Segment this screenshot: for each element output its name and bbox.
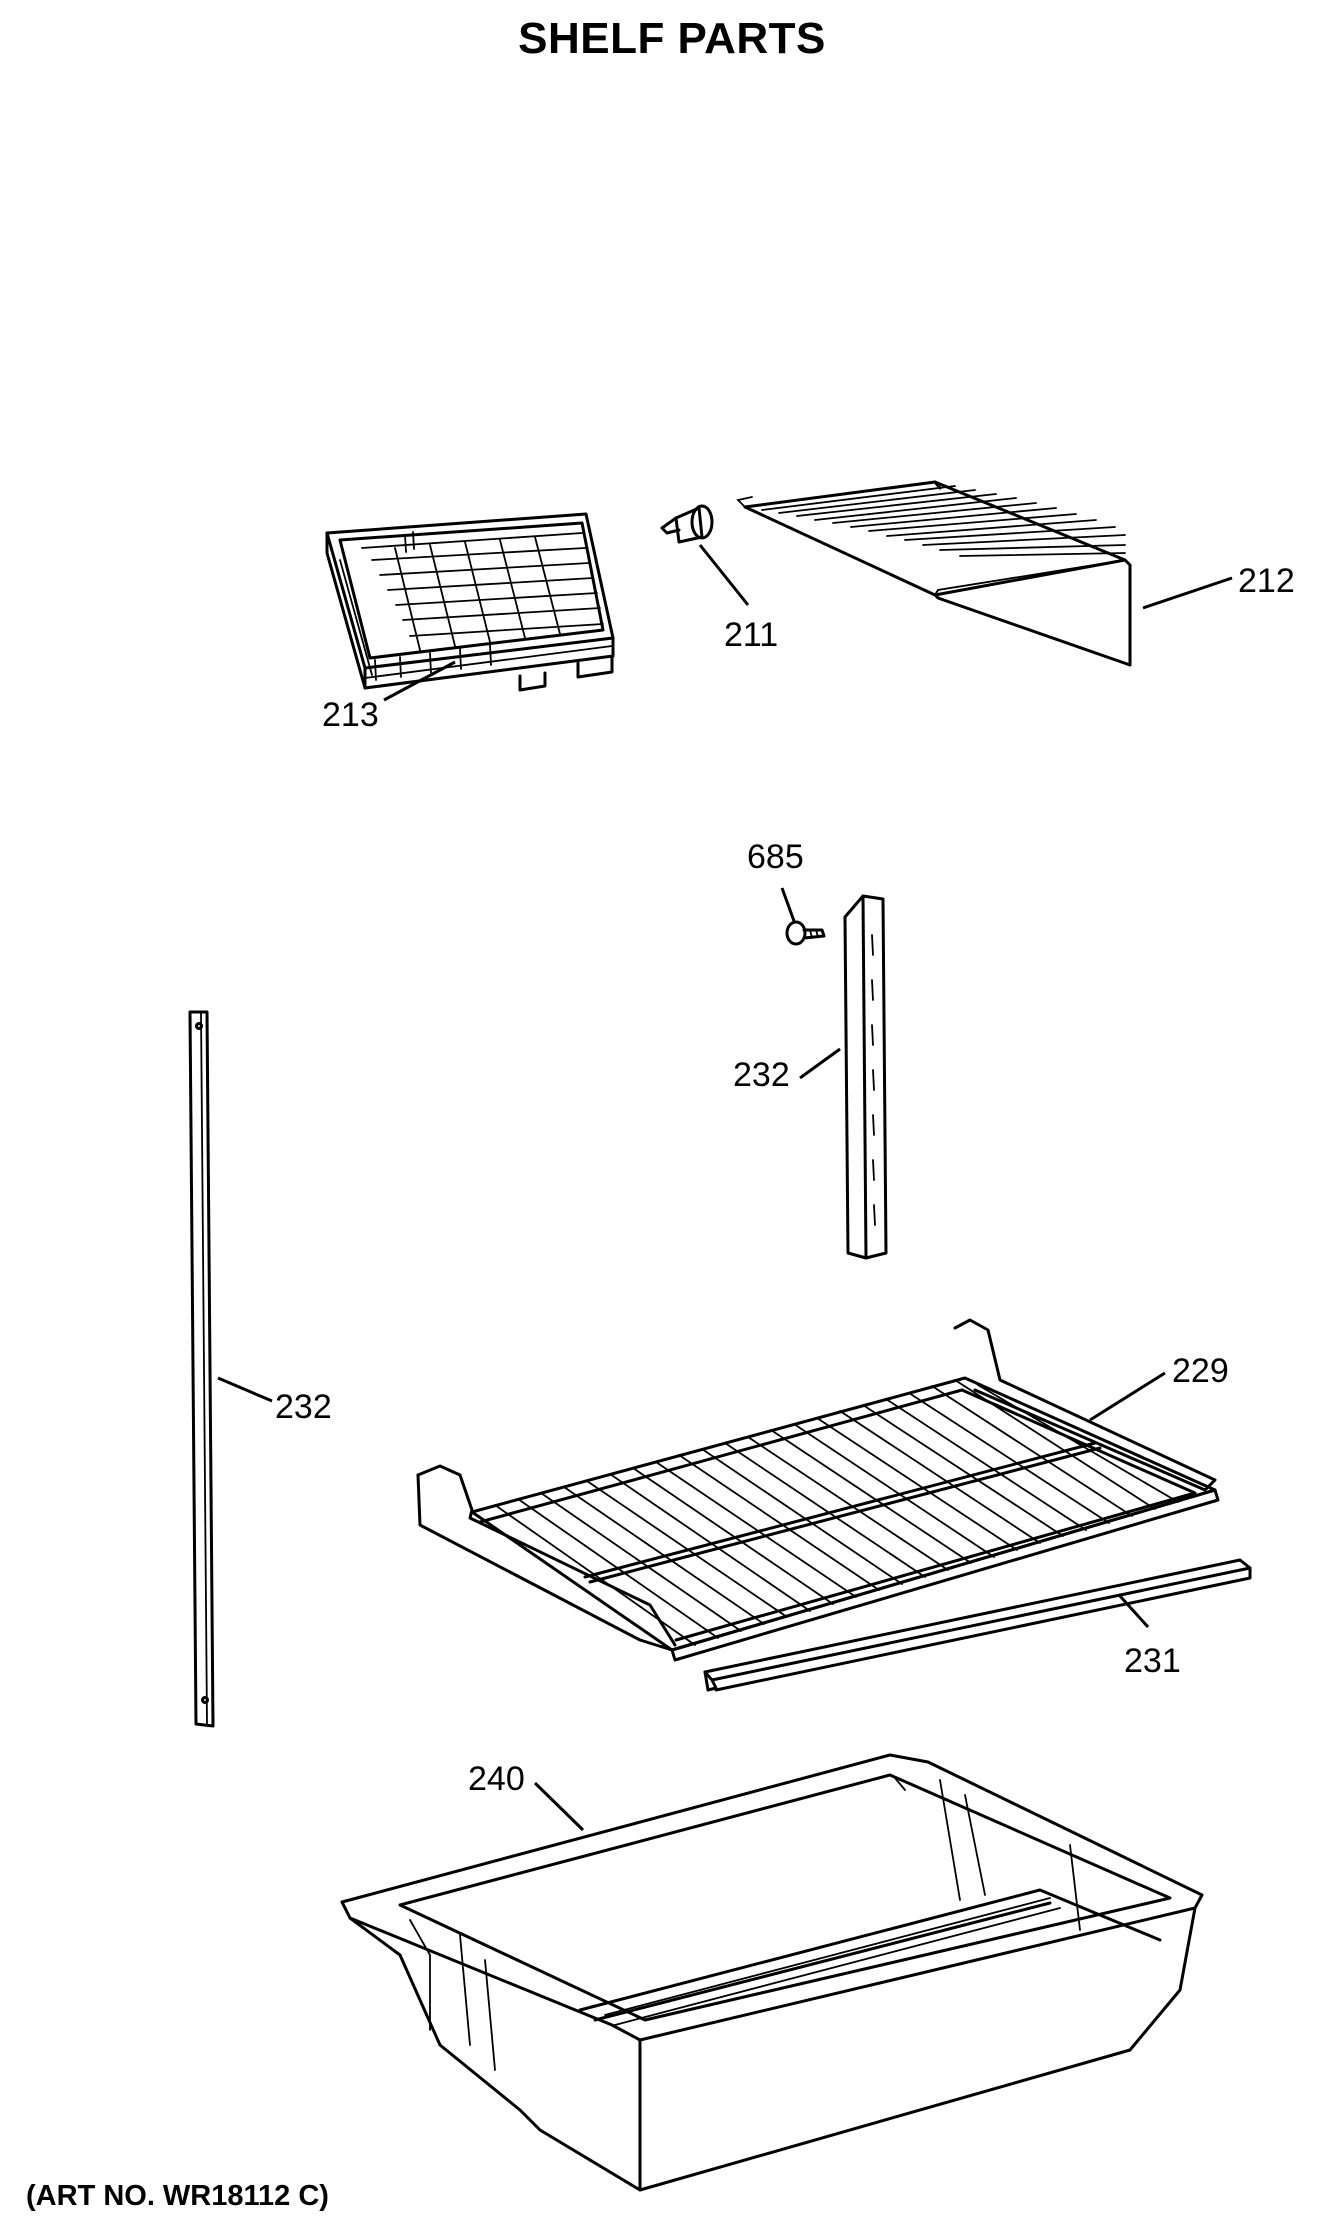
callout-213: 213 [322,696,379,734]
fresh-food-shelf-drawing [416,1318,1220,1662]
front-trim-drawing [703,1558,1252,1692]
screw-drawing [785,920,826,946]
callout-685: 685 [747,838,804,876]
leader-212 [1142,576,1233,610]
page-title: SHELF PARTS [518,14,826,63]
freezer-shelf-drawing [736,480,1132,667]
callout-232b: 232 [275,1388,332,1426]
leader-229 [1089,1371,1166,1422]
right-channel-drawing [843,894,888,1260]
ice-tray-drawing [325,512,615,692]
leader-213 [383,660,456,702]
leader-232b [217,1376,273,1403]
art-number: (ART NO. WR18112 C) [26,2180,329,2212]
callout-240: 240 [468,1760,525,1798]
leader-232a [799,1047,841,1080]
stud-drawing [660,504,714,544]
callout-211: 211 [724,616,778,654]
left-channel-drawing [188,1010,215,1728]
leader-231 [1118,1594,1150,1629]
callout-231: 231 [1124,1642,1181,1680]
callout-212: 212 [1238,562,1295,600]
leader-211 [698,544,750,606]
callout-232a: 232 [733,1056,790,1094]
crisper-pan-drawing [340,1753,1204,2192]
callout-229: 229 [1172,1352,1229,1390]
leader-685 [780,887,796,922]
leader-240 [533,1781,585,1832]
